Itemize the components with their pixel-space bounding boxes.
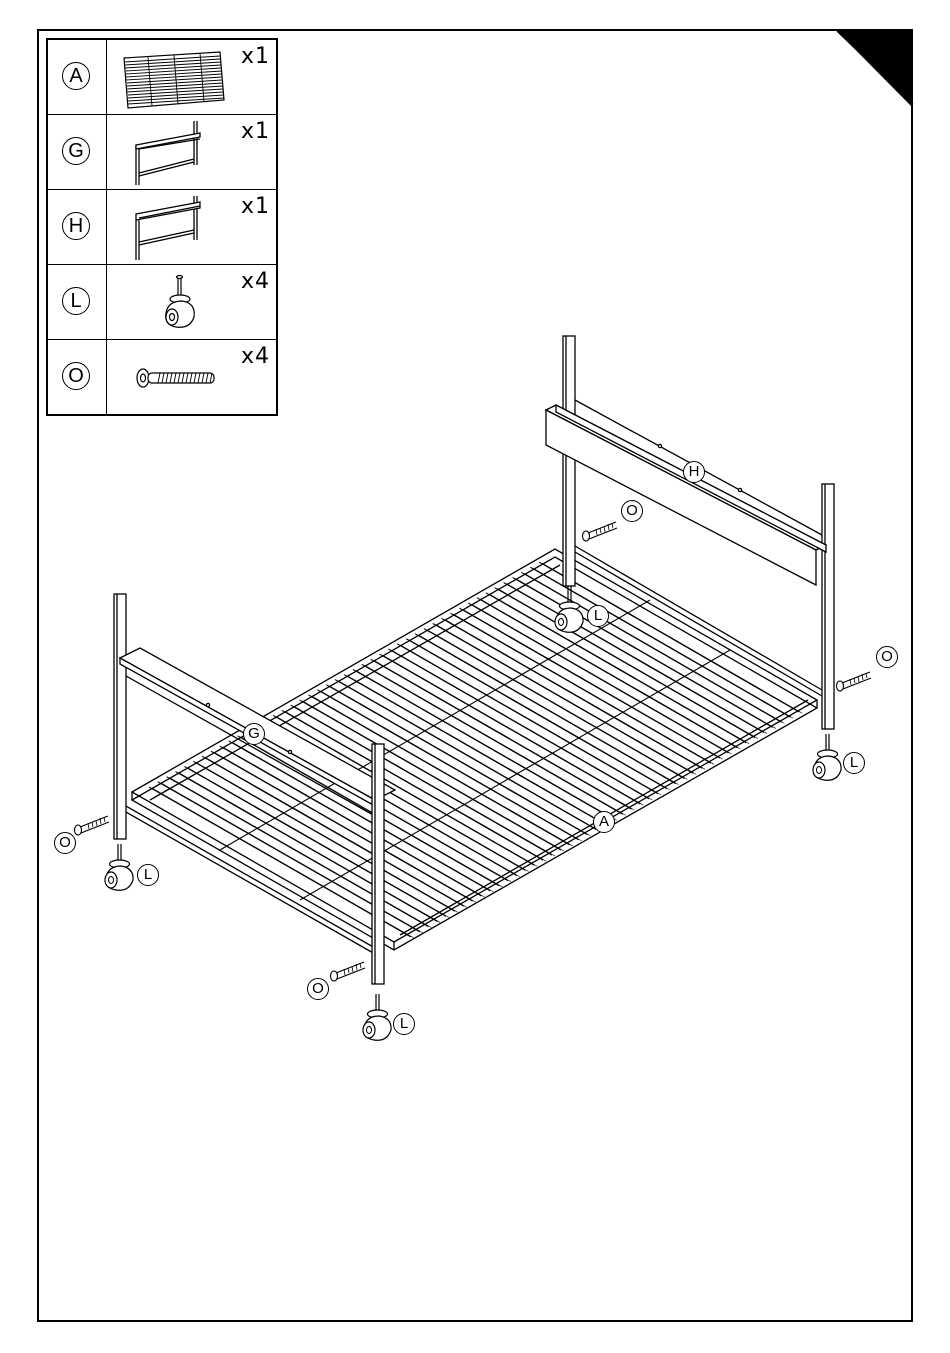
callout-h: H xyxy=(683,461,705,483)
callout-l-right: L xyxy=(843,752,865,774)
bolt-o-right xyxy=(837,672,872,691)
callout-o-front: O xyxy=(307,978,329,1000)
callout-l-left: L xyxy=(137,864,159,886)
callout-a: A xyxy=(593,811,615,833)
caster-l-front xyxy=(363,994,391,1040)
caster-l-left xyxy=(105,844,133,890)
callout-o-right: O xyxy=(876,646,898,668)
callout-l-front: L xyxy=(393,1013,415,1035)
callout-g: G xyxy=(243,723,265,745)
callout-o-left: O xyxy=(54,832,76,854)
bolt-o-front xyxy=(331,962,366,981)
callout-l-back: L xyxy=(587,605,609,627)
callout-o-back: O xyxy=(621,500,643,522)
bolt-o-left xyxy=(75,816,110,835)
bolt-o-back xyxy=(583,522,618,541)
caster-l-right xyxy=(813,734,841,780)
